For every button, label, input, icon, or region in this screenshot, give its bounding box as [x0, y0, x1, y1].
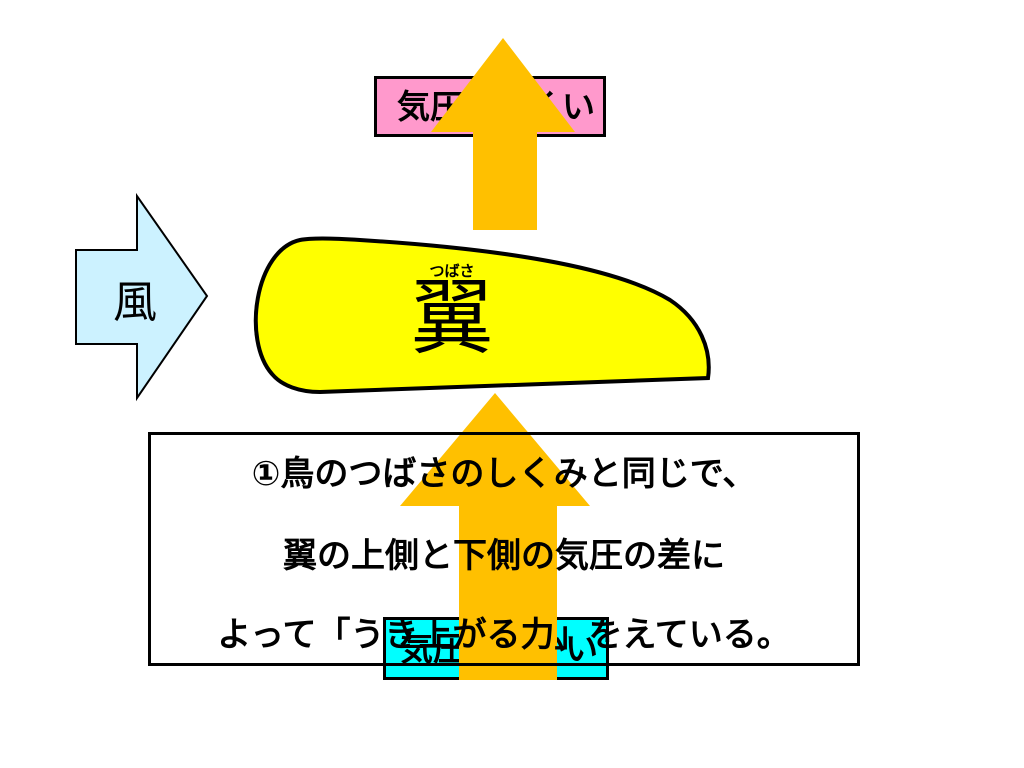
caption-line-2: 翼の上側と下側の気圧の差に	[283, 536, 725, 576]
wing-label: 翼	[410, 271, 493, 366]
lift-arrow-bottom	[400, 393, 590, 680]
wind-label: 風	[113, 277, 157, 328]
caption-box	[148, 432, 860, 666]
caption-line-3: よって「うき上がる力」をえている。	[217, 615, 791, 655]
wind-arrow	[75, 192, 209, 402]
wing-shape	[253, 236, 711, 395]
lift-arrow-top	[431, 38, 575, 230]
wing-ruby: つばさ	[429, 262, 475, 280]
caption-line-1: ①鳥のつばさのしくみと同じで、	[251, 454, 757, 494]
